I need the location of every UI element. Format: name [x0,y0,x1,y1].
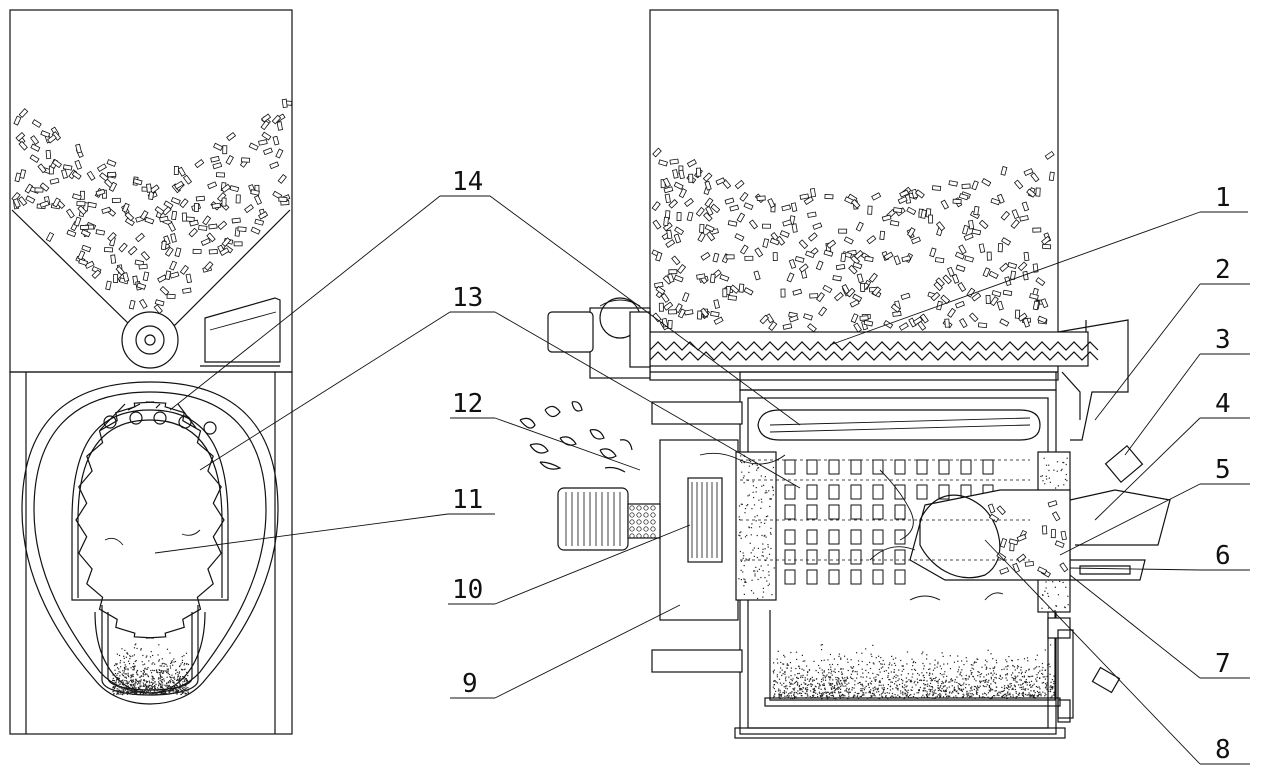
feed-motor [547,297,651,379]
side-hopper-outline [649,9,1059,381]
callout-10: 10 [452,575,483,605]
front-flame-tube-right [145,401,225,639]
callout-4: 4 [1215,389,1231,419]
front-boiler-body [9,371,293,735]
callout-13: 13 [452,283,483,313]
flow-pipe [651,401,743,425]
feed-auger-screw [649,341,1099,361]
fuel-chute [1057,319,1129,441]
callout-11: 11 [452,485,483,515]
front-pellet-fill [11,98,293,314]
flame-swirls [699,452,1030,601]
callout-6: 6 [1215,541,1231,571]
callout-12: 12 [452,389,483,419]
side-ash-layer [772,644,1056,700]
flue-gas-plume [519,401,633,473]
callout-leaders [154,195,1250,765]
front-ash-pile [112,643,190,696]
front-air-nozzles [99,403,217,435]
front-auger-ring [135,325,165,355]
front-combustion-chamber [71,409,229,601]
front-flame-tube-left [75,401,155,639]
callout-9: 9 [462,669,478,699]
ignition-assembly [1047,444,1171,723]
callout-1: 1 [1215,183,1231,213]
callout-3: 3 [1215,325,1231,355]
heat-exchanger-coil [757,409,1041,441]
callout-5: 5 [1215,455,1231,485]
flame-core [919,494,1001,579]
feed-auger-tube [647,331,1089,367]
ash-bin [769,610,1056,701]
burner-grate [784,459,994,585]
callout-labels: 14 13 12 11 10 9 1 2 3 4 5 6 7 8 [452,167,1231,765]
refractory-front [735,451,777,601]
callout-14: 14 [452,167,483,197]
front-view [9,9,293,735]
side-section-view [519,9,1171,739]
front-outer-casing [21,381,279,705]
burner-tube [909,489,1071,581]
blower-fan [557,477,723,563]
callout-8: 8 [1215,735,1231,765]
callout-7: 7 [1215,649,1231,679]
front-auger-shaft [144,334,156,346]
side-pellet-fill [651,147,1055,333]
return-pipe [651,649,743,673]
front-auger-housing [121,311,179,369]
callout-2: 2 [1215,255,1231,285]
front-motor [204,297,281,363]
